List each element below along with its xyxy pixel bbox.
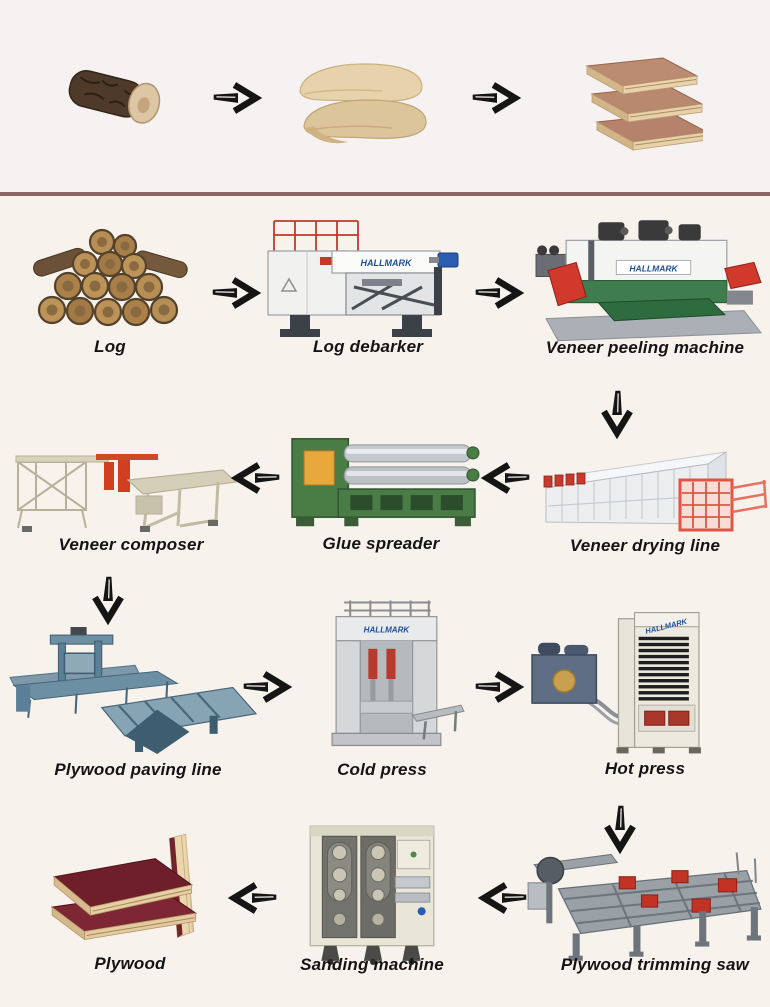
flow-arrow-down-icon <box>599 387 635 443</box>
plywood-trimming-saw-image <box>522 836 765 963</box>
step-label-plywood-trimming-saw: Plywood trimming saw <box>560 955 750 974</box>
veneer-peeling-machine-image: HALLMARK <box>528 210 764 346</box>
step-label-glue-spreader: Glue spreader <box>322 534 440 553</box>
brand-label: HALLMARK <box>361 258 413 268</box>
step-label-sanding-machine: Sanding machine <box>300 955 444 974</box>
log-debarker-image: HALLMARK <box>262 212 462 346</box>
step-label-plywood-paving-line: Plywood paving line <box>54 760 222 779</box>
log-product-image <box>65 58 165 134</box>
flow-arrow-left-icon <box>224 880 280 916</box>
flow-arrow-down-icon <box>90 573 126 629</box>
step-label-log-debarker: Log debarker <box>312 337 424 356</box>
step-label-hot-press: Hot press <box>604 759 686 778</box>
step-label-cold-press: Cold press <box>337 760 427 779</box>
step-label-veneer-drying-line: Veneer drying line <box>569 536 721 555</box>
veneer-drying-line-image <box>540 440 768 536</box>
flow-arrow-right-icon <box>472 669 528 705</box>
step-label-veneer-composer: Veneer composer <box>58 535 204 554</box>
sanding-machine-image <box>296 818 448 965</box>
brand-label: HALLMARK <box>364 626 411 635</box>
flow-arrow-right-icon <box>210 80 266 116</box>
flow-arrow-down-icon <box>602 802 638 858</box>
log-pile-image <box>30 220 190 330</box>
step-label-plywood: Plywood <box>94 954 166 973</box>
flow-arrow-right-icon <box>240 669 296 705</box>
step-label-log: Log <box>94 337 126 356</box>
cold-press-image: HALLMARK <box>320 596 466 758</box>
brand-label: HALLMARK <box>629 263 678 273</box>
flow-arrow-right-icon <box>209 275 265 311</box>
plywood-final-image <box>42 828 224 960</box>
glue-spreader-image <box>286 424 482 536</box>
step-label-veneer-peeling-machine: Veneer peeling machine <box>545 338 745 357</box>
veneer-composer-image <box>8 440 240 534</box>
plywood-paving-line-image <box>6 620 258 758</box>
veneer-sheets-product-image <box>292 56 430 152</box>
flow-arrow-left-icon <box>474 880 530 916</box>
plywood-stack-product-image <box>565 56 703 156</box>
flow-arrow-left-icon <box>477 460 533 496</box>
section-divider <box>0 192 770 196</box>
flow-arrow-right-icon <box>469 80 525 116</box>
hot-press-image: HALLMARK <box>526 598 712 758</box>
flow-arrow-right-icon <box>472 275 528 311</box>
flow-arrow-left-icon <box>227 460 283 496</box>
